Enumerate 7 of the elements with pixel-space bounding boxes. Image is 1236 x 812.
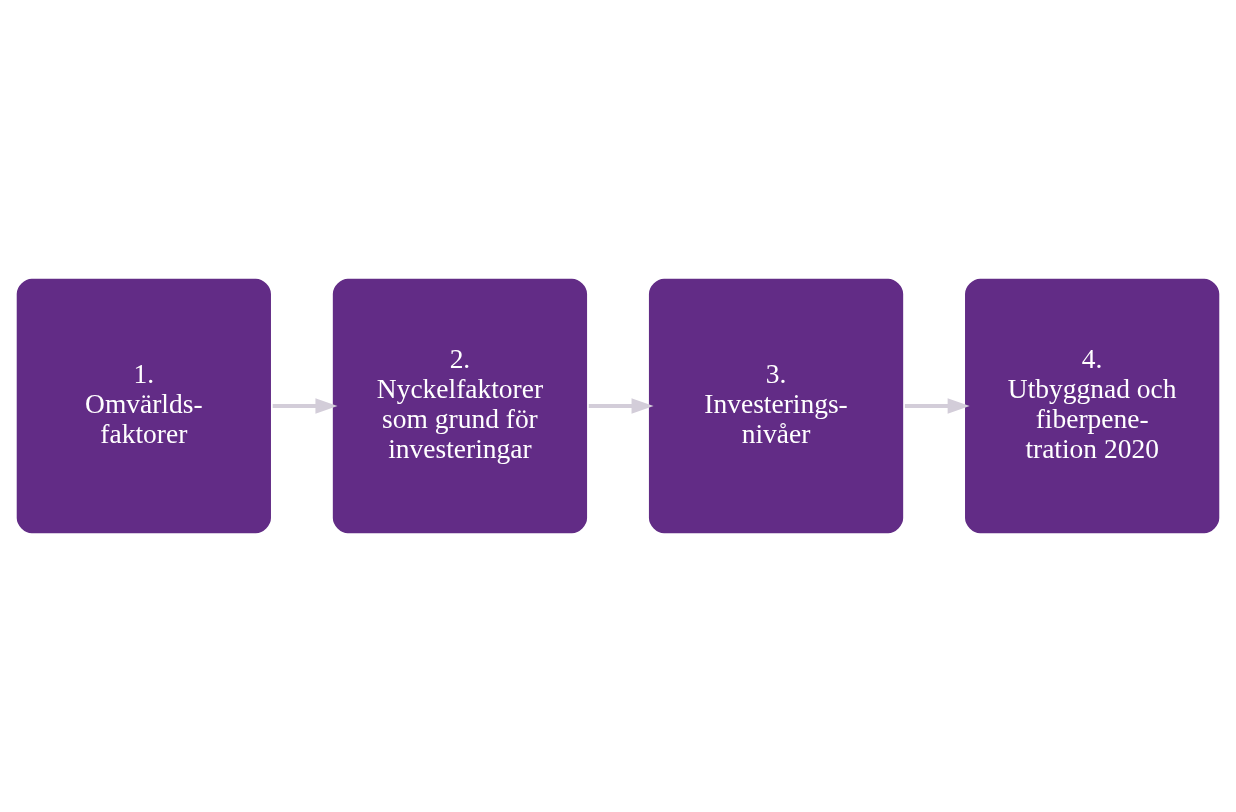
node-box: 2. Nyckelfaktorer som grund för investeringar <box>330 276 590 536</box>
arrow <box>272 398 338 414</box>
node-box: 4. Utbyggnad och fiberpene- tration 2020 <box>962 276 1223 536</box>
node-box: 3. Investerings- nivåer <box>646 276 906 536</box>
node-box: 1. Omvärlds- faktorer <box>13 276 274 536</box>
arrow <box>588 398 654 414</box>
arrow <box>904 398 970 414</box>
